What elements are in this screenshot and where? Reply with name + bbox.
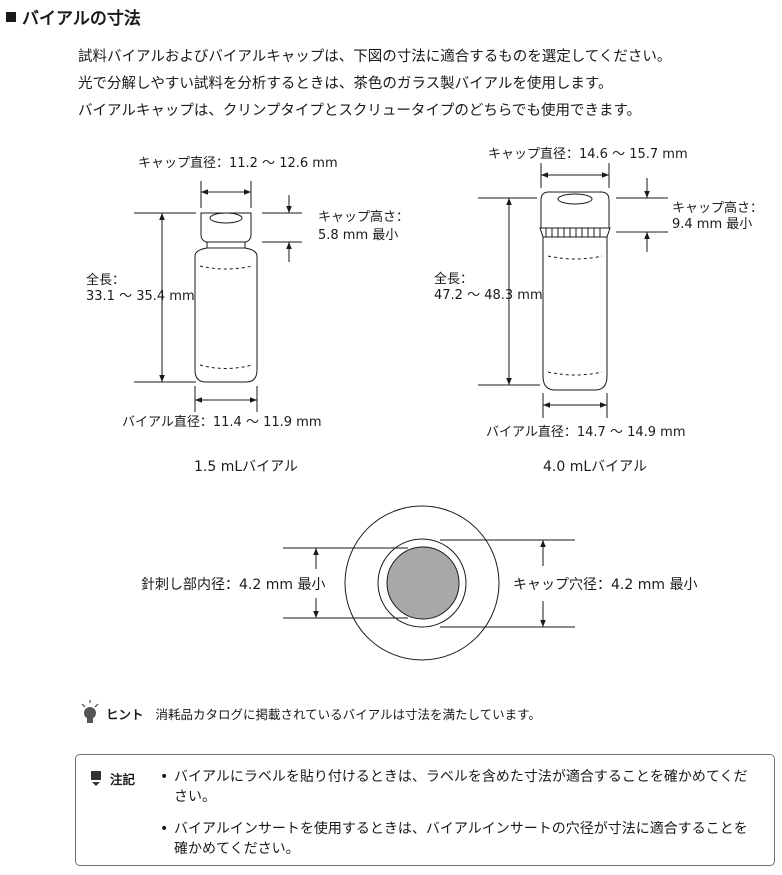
- hint-text: 消耗品カタログに掲載されているバイアルは寸法を満たしています。: [155, 706, 541, 722]
- hint-row: ヒント 消耗品カタログに掲載されているバイアルは寸法を満たしています。: [80, 700, 541, 726]
- note-header: 注記: [90, 769, 135, 788]
- vial-large-cap-diameter: キャップ直径：14.6 ～ 15.7 mm: [488, 147, 688, 162]
- intro-line: 光で分解しやすい試料を分析するときは、茶色のガラス製バイアルを使用します。: [78, 76, 613, 92]
- caution-marker-icon: [91, 770, 101, 786]
- needle-inner-diameter-label: 針刺し部内径：4.2 mm 最小: [141, 577, 325, 593]
- vial-small-caption: 1.5 mLバイアル: [194, 459, 298, 475]
- section-heading: バイアルの寸法: [6, 4, 141, 29]
- vial-small-vial-diameter: バイアル直径：11.4 ～ 11.9 mm: [122, 415, 322, 430]
- note-item: バイアルインサートを使用するときは、バイアルインサートの穴径が寸法に適合すること…: [160, 819, 760, 859]
- intro-line: 試料バイアルおよびバイアルキャップは、下図の寸法に適合するものを選定してください…: [78, 49, 672, 65]
- note-list: バイアルにラベルを貼り付けるときは、ラベルを含めた寸法が適合することを確かめてく…: [160, 767, 760, 871]
- vial-large-dimensions: [478, 163, 668, 418]
- note-label: 注記: [110, 772, 136, 787]
- vial-large-vial-diameter: バイアル直径：14.7 ～ 14.9 mm: [486, 425, 686, 440]
- vial-small-total-length-value: 33.1 ～ 35.4 mm: [86, 289, 195, 304]
- vial-large-drawing: [539, 191, 611, 391]
- vial-large-cap-height-value: 9.4 mm 最小: [672, 217, 752, 232]
- lightbulb-icon: [81, 700, 99, 723]
- vial-small-cap-diameter: キャップ直径：11.2 ～ 12.6 mm: [138, 156, 338, 171]
- vial-small-cap-height-value: 5.8 mm 最小: [318, 228, 398, 243]
- vial-large-total-length-label: 全長：: [434, 271, 473, 287]
- vial-small-cap-height-label: キャップ高さ：: [318, 209, 409, 225]
- cap-top-view-dimensions: [283, 539, 575, 628]
- vial-small-total-length-label: 全長：: [86, 272, 125, 288]
- hint-label: ヒント: [106, 706, 144, 722]
- vial-small-drawing: [194, 212, 258, 383]
- intro-text: 試料バイアルおよびバイアルキャップは、下図の寸法に適合するものを選定してください…: [78, 44, 671, 125]
- vial-large-cap-height-label: キャップ高さ：: [672, 200, 763, 216]
- vial-large-caption: 4.0 mLバイアル: [543, 459, 647, 475]
- heading-square-marker: [6, 11, 16, 22]
- cap-hole-diameter-label: キャップ穴径：4.2 mm 最小: [513, 577, 697, 593]
- note-item: バイアルにラベルを貼り付けるときは、ラベルを含めた寸法が適合することを確かめてく…: [160, 767, 760, 807]
- note-box: 注記 バイアルにラベルを貼り付けるときは、ラベルを含めた寸法が適合することを確か…: [75, 754, 775, 866]
- intro-line: バイアルキャップは、クリンプタイプとスクリュータイプのどちらでも使用できます。: [78, 103, 642, 119]
- cap-top-view-drawing: [344, 505, 500, 661]
- heading-text: バイアルの寸法: [22, 9, 141, 29]
- vial-large-total-length-value: 47.2 ～ 48.3 mm: [434, 288, 543, 303]
- vial-small-dimensions: [134, 181, 302, 412]
